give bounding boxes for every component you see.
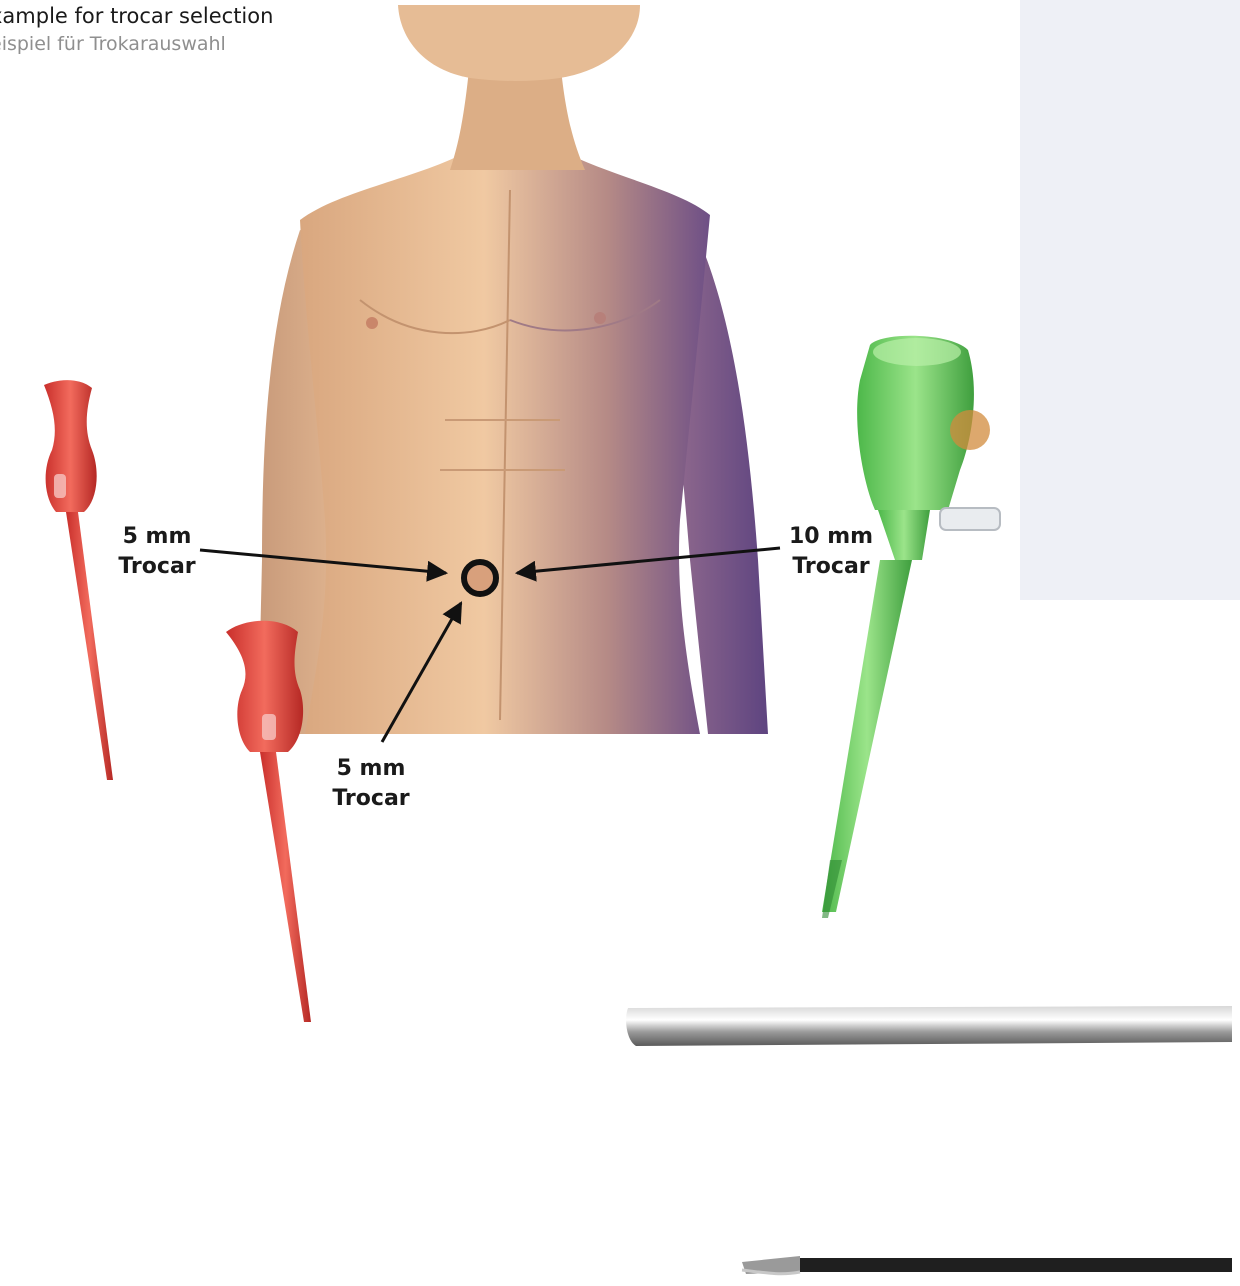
label-bottom-size: 5 mm [330, 754, 412, 784]
green-trocar-icon [822, 336, 1000, 918]
label-bottom-trocar: 5 mm Trocar [330, 754, 412, 814]
label-bottom-name: Trocar [330, 784, 412, 814]
red-trocar-icon [44, 380, 113, 780]
human-torso-illustration [258, 5, 768, 734]
label-left-size: 5 mm [118, 522, 196, 552]
label-right-size: 10 mm [786, 522, 876, 552]
label-left-trocar: 5 mm Trocar [118, 522, 196, 582]
label-right-trocar: 10 mm Trocar [786, 522, 876, 582]
grasper-instrument-icon [742, 1256, 1232, 1274]
incision-marker-icon [464, 562, 496, 594]
label-right-name: Trocar [786, 552, 876, 582]
label-left-name: Trocar [118, 552, 196, 582]
scope-shaft-icon [626, 1006, 1232, 1046]
